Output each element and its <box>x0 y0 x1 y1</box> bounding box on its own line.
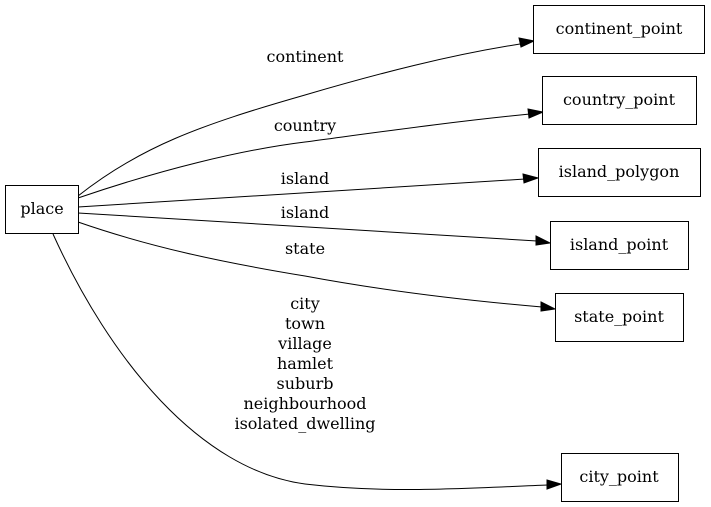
arrow-head-icon <box>535 235 552 246</box>
edge-city: city town village hamlet suburb neighbou… <box>52 233 563 491</box>
arrow-head-icon <box>522 173 540 184</box>
node-box <box>561 453 679 502</box>
node-label-island-polygon: island_polygon <box>559 162 680 181</box>
edge-label-island-point: island <box>281 203 330 222</box>
arrow-head-icon <box>546 479 563 490</box>
node-label-continent-point: continent_point <box>556 19 683 38</box>
edge-island-polygon: island <box>77 169 540 208</box>
node-island-point[interactable]: island_point <box>550 221 689 270</box>
node-place[interactable]: place <box>5 185 79 234</box>
edge-state: state <box>77 221 557 312</box>
edge-label-country: country <box>274 116 336 135</box>
node-box <box>538 148 701 197</box>
edge-label-suburb: suburb <box>277 374 334 393</box>
arrow-head-icon <box>540 301 557 312</box>
edge-label-island-polygon: island <box>281 169 330 188</box>
edge-line <box>52 233 549 491</box>
node-box <box>533 5 705 54</box>
node-box <box>555 293 684 342</box>
node-state-point[interactable]: state_point <box>555 293 684 342</box>
edge-line <box>77 43 521 197</box>
edge-line <box>77 113 531 199</box>
edge-label-hamlet: hamlet <box>277 354 334 373</box>
node-label-city-point: city_point <box>579 467 659 486</box>
edge-label-state: state <box>285 239 325 258</box>
arrow-head-icon <box>518 37 536 48</box>
edge-line <box>77 221 543 308</box>
edge-label-isolated-dwelling: isolated_dwelling <box>234 414 375 433</box>
edge-label-city: city <box>290 294 320 313</box>
node-label-place: place <box>20 199 63 218</box>
node-country-point[interactable]: country_point <box>542 76 697 125</box>
node-island-polygon[interactable]: island_polygon <box>538 148 701 197</box>
node-label-island-point: island_point <box>570 235 669 254</box>
node-box <box>542 76 697 125</box>
edge-continent: continent <box>77 37 536 197</box>
edge-label-town: town <box>285 314 325 333</box>
edge-line <box>77 212 538 242</box>
node-label-country-point: country_point <box>563 90 676 109</box>
edge-country: country <box>77 108 545 199</box>
edge-label-neighbourhood: neighbourhood <box>243 394 366 413</box>
edge-line <box>77 178 526 208</box>
edge-label-village: village <box>277 334 332 353</box>
edge-island-point: island <box>77 203 552 246</box>
node-continent-point[interactable]: continent_point <box>533 5 705 54</box>
node-city-point[interactable]: city_point <box>561 453 679 502</box>
node-box <box>550 221 689 270</box>
edge-label-continent: continent <box>267 47 345 66</box>
node-box <box>5 185 79 234</box>
arrow-head-icon <box>527 108 545 119</box>
node-label-state-point: state_point <box>574 307 664 326</box>
